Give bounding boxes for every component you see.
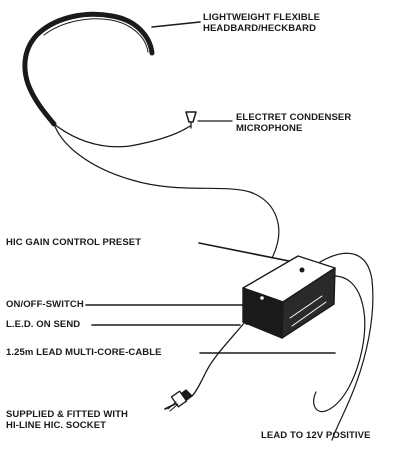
leader-headband (151, 21, 201, 28)
headset-cable (53, 123, 280, 259)
label-headband: LIGHTWEIGHT FLEXIBLE HEADBARD/HECKBARD (203, 12, 321, 34)
led-indicator (244, 315, 250, 325)
right-cable (319, 252, 374, 441)
leader-gain (198, 242, 305, 265)
label-gain-control: HIC GAIN CONTROL PRESET (6, 237, 142, 248)
positive-lead (313, 275, 366, 413)
label-led: L.E.D. ON SEND (6, 319, 81, 330)
connector-plug (167, 389, 193, 412)
label-socket: SUPPLIED & FITTED WITH HI-LINE HIC. SOCK… (6, 409, 129, 431)
microphone-capsule (185, 111, 197, 123)
label-microphone: ELECTRET CONDENSER MICROPHONE (236, 112, 352, 134)
control-box (242, 255, 336, 339)
label-cable: 1.25m LEAD MULTI-CORE-CABLE (6, 347, 162, 358)
label-switch: ON/OFF-SWITCH (6, 299, 84, 310)
boom-wire (53, 123, 191, 148)
multicore-cable (191, 321, 246, 397)
switch-lever (247, 295, 257, 302)
headband-inner-edge (43, 18, 149, 53)
headband (22, 11, 155, 127)
label-positive-lead: LEAD TO 12V POSITIVE (261, 430, 371, 441)
